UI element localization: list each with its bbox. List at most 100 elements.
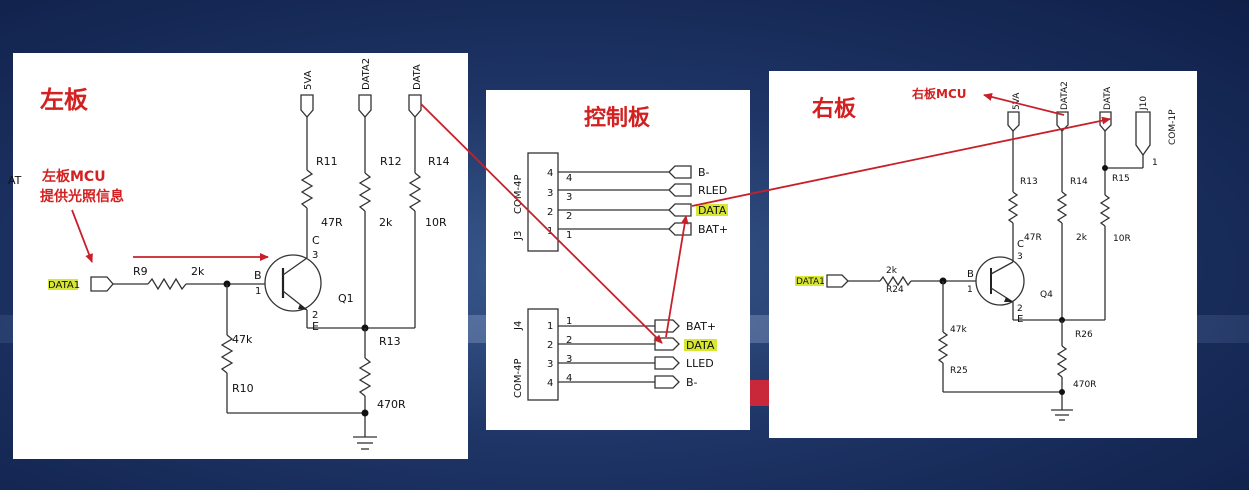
left-pin-c: C <box>312 234 320 247</box>
j3-net-rled: RLED <box>698 184 727 197</box>
left-pin-1: 1 <box>255 286 261 297</box>
j4-net-port-lled <box>654 356 680 370</box>
arrow-mcu-to-data1 <box>71 209 93 263</box>
left-r14-label: R14 <box>428 155 450 168</box>
left-5va-port <box>300 94 314 118</box>
j3-wire-num-4: 4 <box>566 173 572 184</box>
arrow-j4-to-j3 <box>665 215 689 338</box>
j3-net-port-b-minus <box>668 165 692 179</box>
j4-label: J4 <box>513 321 524 331</box>
left-data1-label: DATA1 <box>48 280 80 291</box>
right-q4-transistor <box>975 256 1025 306</box>
right-mcu-label: 右板MCU <box>911 86 967 101</box>
j3-net-port-data <box>668 203 692 217</box>
right-5va-label: 5VA <box>1012 92 1022 110</box>
left-q1-transistor <box>264 254 322 312</box>
left-pin-b: B <box>254 269 262 282</box>
right-r26-resistor <box>1056 345 1068 378</box>
left-r10-resistor <box>220 334 234 374</box>
left-pin-2: 2 <box>312 310 318 321</box>
left-board-schematic: AT 左板 左板MCU 提供光照信息 5VA DATA2 DATA R11 47… <box>8 58 450 450</box>
left-r9-resistor <box>147 277 187 291</box>
right-r24-label: R24 <box>886 285 904 295</box>
left-data-port <box>408 94 422 118</box>
left-r13-resistor <box>358 357 372 397</box>
arrow-to-right-mcu <box>983 93 1065 116</box>
left-r14-value: 10R <box>425 216 447 229</box>
right-pin-c: C <box>1017 239 1024 250</box>
j3-pin-4: 4 <box>547 168 553 179</box>
j4-net-b-minus: B- <box>686 376 698 389</box>
j4-pin-4: 4 <box>547 378 553 389</box>
right-r26-label: R26 <box>1075 330 1093 340</box>
j4-type: COM-4P <box>513 359 524 398</box>
left-r9-value: 2k <box>191 265 205 278</box>
left-r12-resistor <box>358 172 372 212</box>
right-j10-connector <box>1135 111 1151 157</box>
j3-connector-body <box>527 152 559 252</box>
left-5va-label: 5VA <box>303 70 314 90</box>
j4-wire-num-2: 2 <box>566 335 572 346</box>
left-r11-label: R11 <box>316 155 338 168</box>
left-pin-e: E <box>312 320 319 333</box>
j4-wire-num-4: 4 <box>566 373 572 384</box>
left-pin-3: 3 <box>312 250 318 261</box>
arrow-left-data-to-j4 <box>420 103 663 344</box>
j3-wire-num-3: 3 <box>566 192 572 203</box>
right-5va-port <box>1007 111 1020 132</box>
right-pin-b: B <box>967 269 974 280</box>
j3-net-bat-plus: BAT+ <box>698 223 728 236</box>
right-j10-type: COM-1P <box>1168 109 1178 145</box>
left-data2-port <box>358 94 372 118</box>
j3-label: J3 <box>513 231 524 241</box>
j3-wire-num-1: 1 <box>566 230 572 241</box>
right-board-schematic: 右板 右板MCU 5VA DATA2 DATA J10 COM-1P 1 R13… <box>795 81 1178 421</box>
j4-pin-1: 1 <box>547 321 553 332</box>
j3-pin-2: 2 <box>547 207 553 218</box>
right-ground-icon <box>1051 409 1073 421</box>
right-data1-label: DATA1 <box>796 277 825 287</box>
j4-net-data: DATA <box>686 339 715 352</box>
right-data1-port <box>826 274 849 288</box>
left-data2-label: DATA2 <box>361 58 372 90</box>
left-board-title: 左板 <box>40 86 89 114</box>
j3-net-port-bat-plus <box>668 222 692 236</box>
j4-net-lled: LLED <box>686 357 714 370</box>
j4-pin-3: 3 <box>547 359 553 370</box>
right-pin-e: E <box>1017 314 1023 325</box>
left-q1-label: Q1 <box>338 292 354 305</box>
stray-label: AT <box>8 174 22 187</box>
left-r10-value: 47k <box>232 333 253 346</box>
j4-net-port-bat-plus <box>654 319 680 333</box>
right-r25-resistor <box>937 331 949 364</box>
right-pin-2: 2 <box>1017 304 1023 314</box>
j3-pin-3: 3 <box>547 188 553 199</box>
right-r14-resistor <box>1056 191 1068 224</box>
left-r13-label: R13 <box>379 335 401 348</box>
right-r15-value: 10R <box>1113 234 1131 244</box>
j3-net-b-minus: B- <box>698 166 710 179</box>
left-ground-icon <box>353 436 377 450</box>
right-board-title: 右板 <box>812 97 857 122</box>
right-r25-label: R25 <box>950 366 968 376</box>
left-r11-value: 47R <box>321 216 343 229</box>
arrow-j3-to-right-data <box>691 116 1111 207</box>
left-r10-label: R10 <box>232 382 254 395</box>
j3-wire-num-2: 2 <box>566 211 572 222</box>
right-data-port <box>1099 111 1112 132</box>
right-r24-value: 2k <box>886 266 898 276</box>
right-r14-value: 2k <box>1076 233 1088 243</box>
right-r15-resistor <box>1099 194 1111 227</box>
control-board-schematic: 控制板 J3 COM-4P 4 3 2 1 4 3 2 1 B- RLED DA… <box>513 105 728 401</box>
right-board-panel <box>769 71 1197 438</box>
right-r13-resistor <box>1007 191 1019 224</box>
right-pin-1: 1 <box>967 285 973 295</box>
right-r14-label: R14 <box>1070 177 1088 187</box>
j3-net-port-rled <box>668 183 692 197</box>
background-red-block <box>748 380 770 406</box>
left-mcu-note-line1: 左板MCU <box>41 168 106 185</box>
left-r13-value: 470R <box>377 398 406 411</box>
j3-net-data: DATA <box>698 204 727 217</box>
right-r13-label: R13 <box>1020 177 1038 187</box>
